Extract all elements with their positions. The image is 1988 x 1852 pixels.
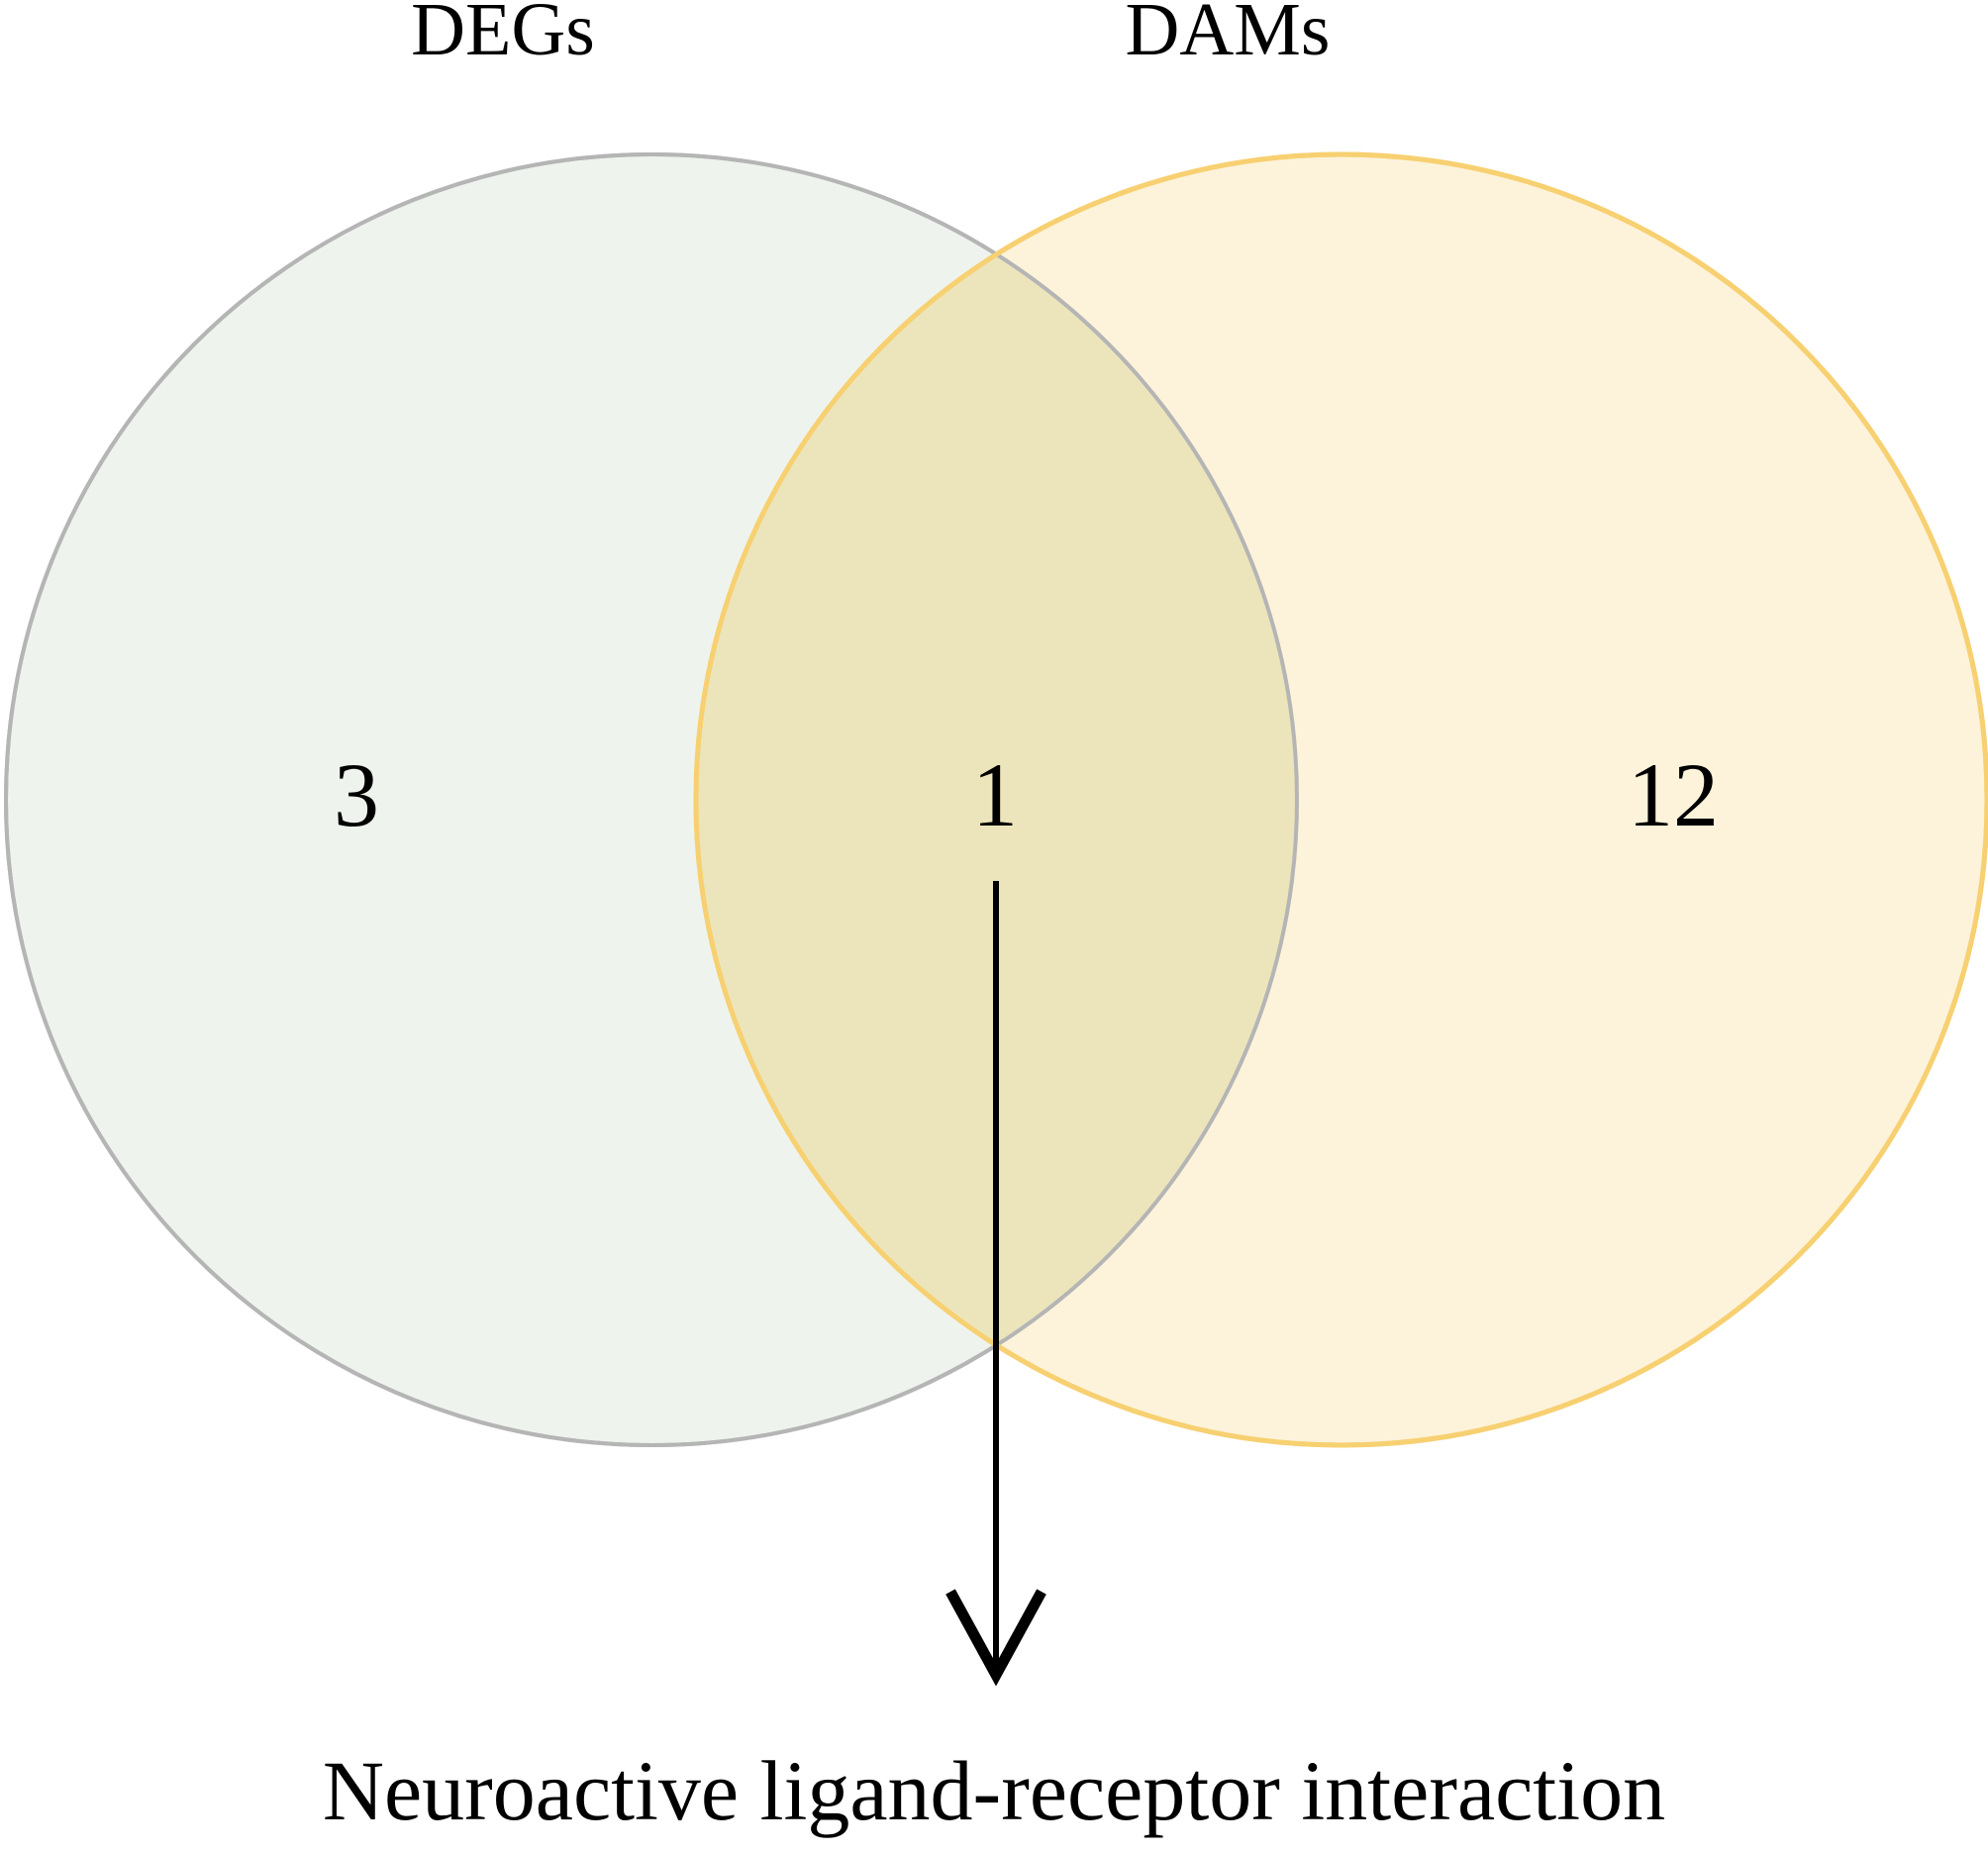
pathway-caption: Neuroactive ligand-receptor interaction	[322, 1743, 1666, 1838]
count-dams-only: 12	[1628, 744, 1719, 845]
venn-overlap-region	[696, 154, 1297, 1445]
venn-circle-left-outline	[4, 152, 1299, 1447]
count-intersection: 1	[972, 744, 1018, 845]
venn-circle-right-outline	[693, 151, 1988, 1448]
set-label-degs: DEGs	[411, 0, 595, 71]
count-degs-only: 3	[334, 744, 379, 845]
annotation-arrow-head-icon	[945, 1589, 1046, 1687]
set-label-dams: DAMs	[1125, 0, 1331, 71]
